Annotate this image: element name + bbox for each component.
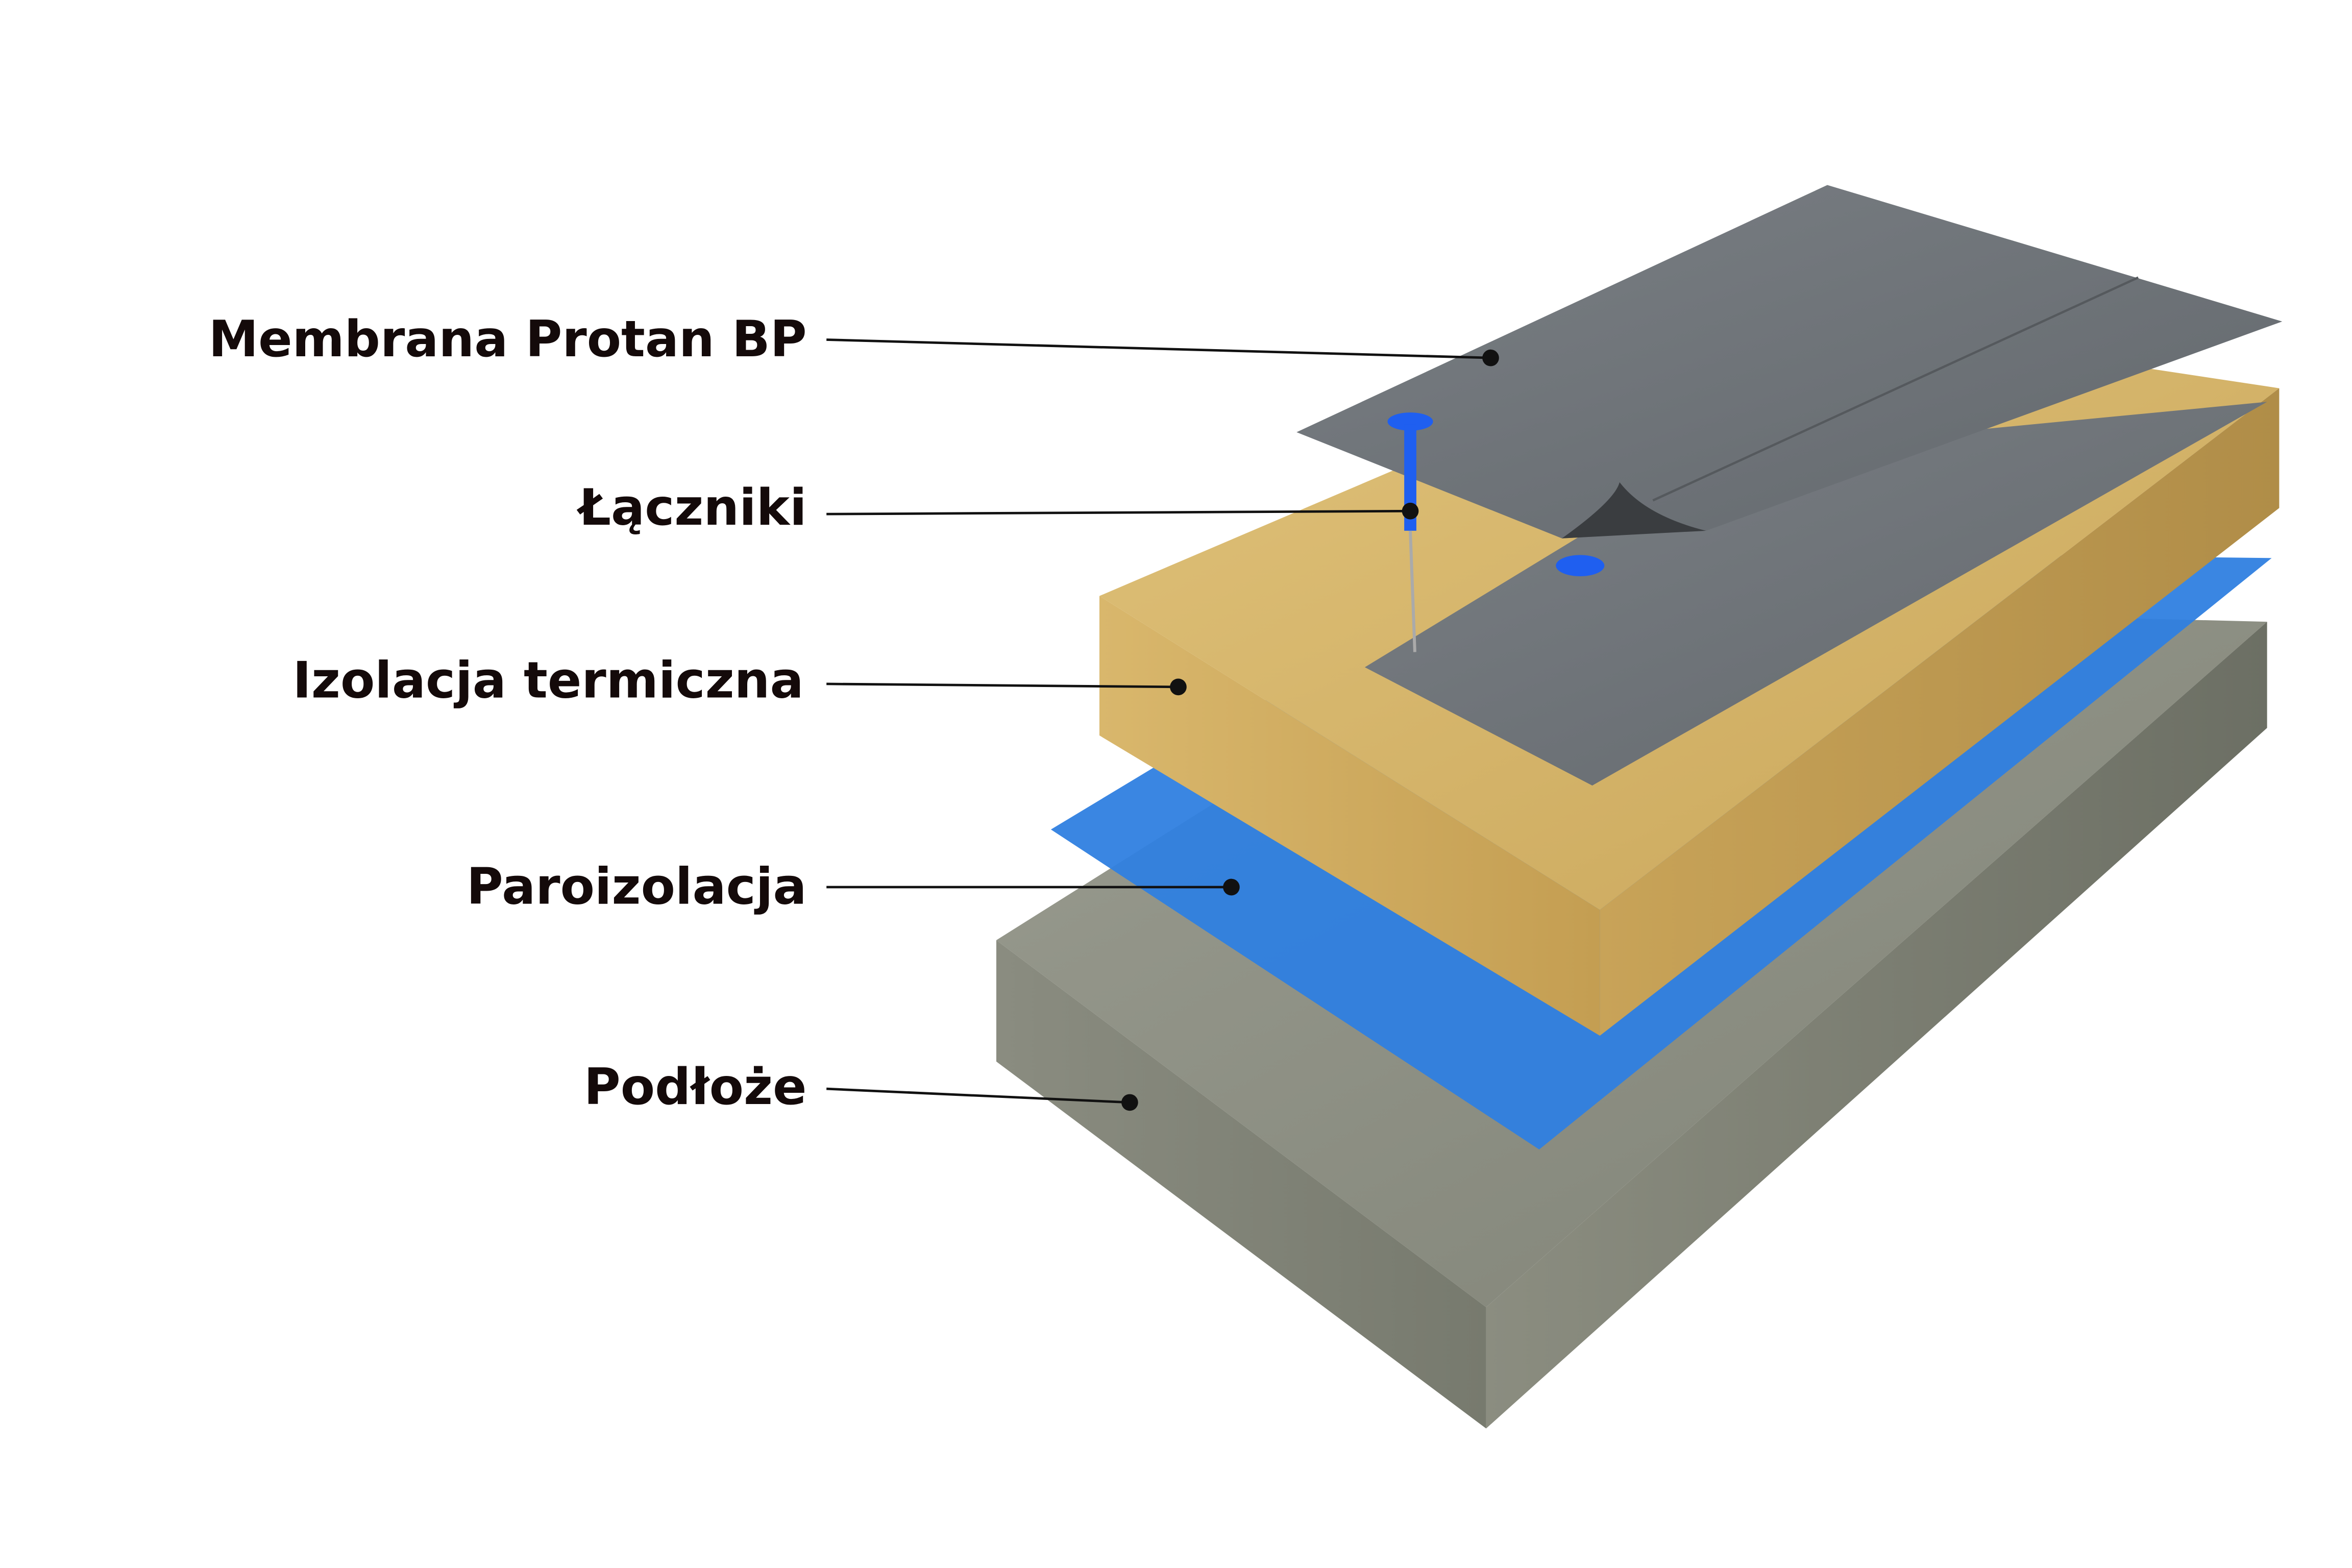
label-vapour-barrier: Paroizolacja — [467, 858, 807, 916]
membrane-sheet — [1296, 185, 2283, 786]
label-membrane: Membrana Protan BP — [209, 310, 807, 369]
leader-lines — [826, 338, 1499, 1111]
label-substrate: Podłoże — [584, 1058, 807, 1116]
label-insulation: Izolacja termiczna — [292, 652, 803, 710]
label-fasteners: Łączniki — [576, 479, 806, 537]
